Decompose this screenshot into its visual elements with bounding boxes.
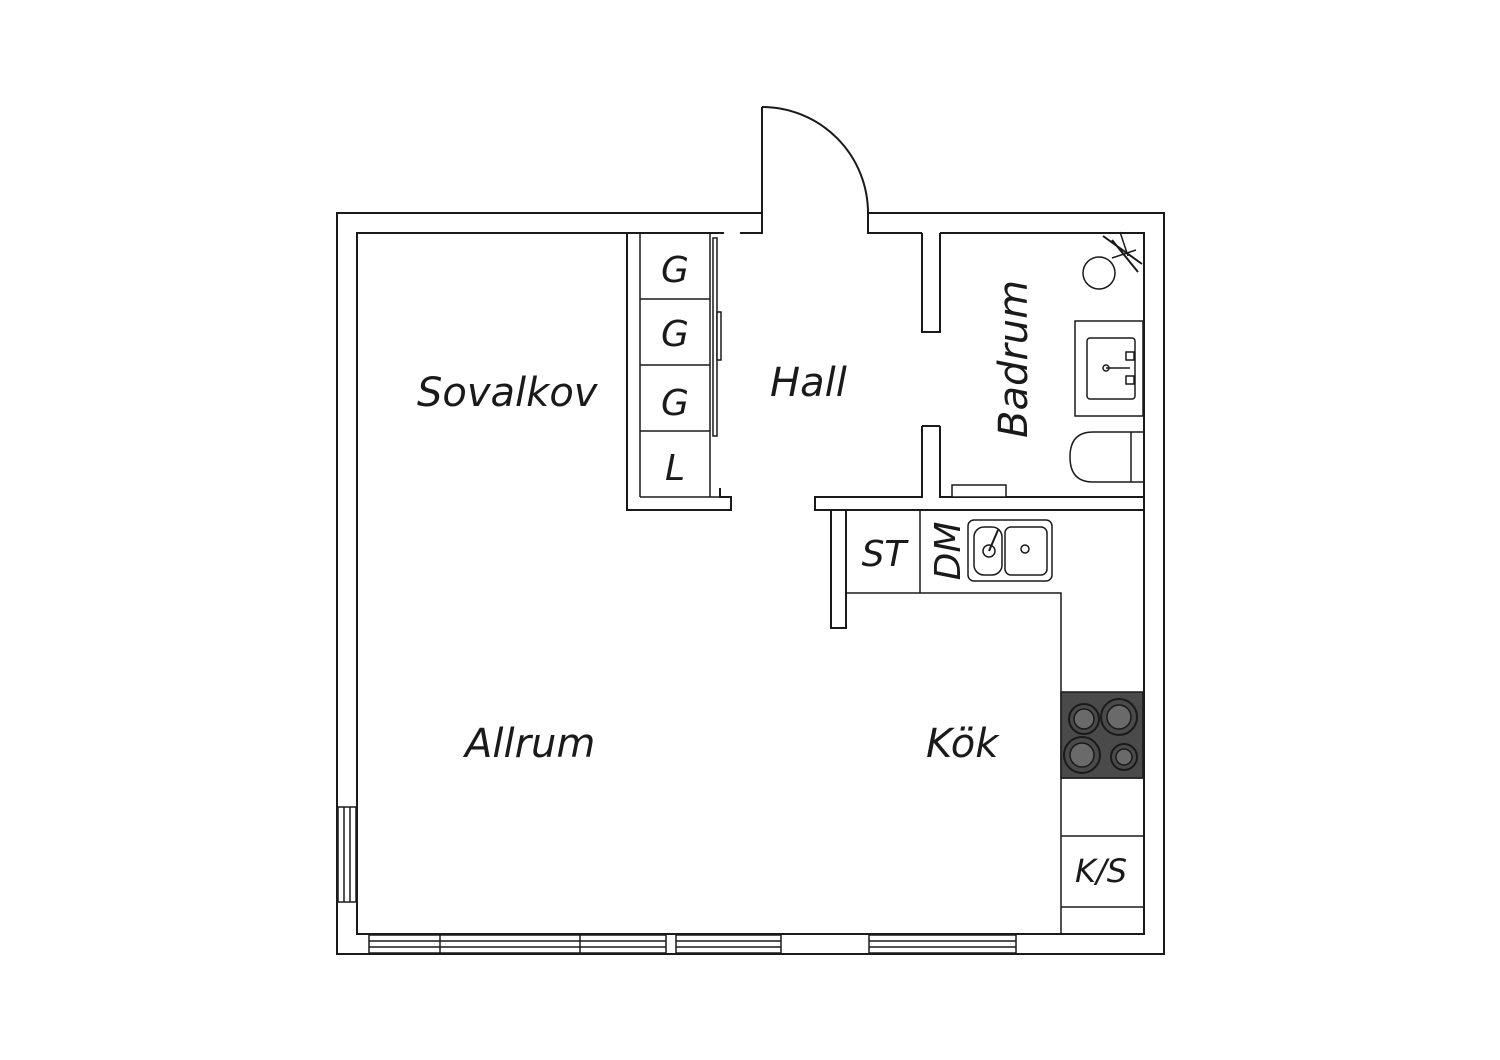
room-label-badrum: Badrum <box>991 280 1037 438</box>
shower-icon <box>1082 231 1143 290</box>
wardrobe-label-2: G <box>661 314 689 355</box>
window-left <box>337 806 357 903</box>
room-label-hall: Hall <box>770 360 847 406</box>
wardrobe-label-1: G <box>661 250 689 291</box>
exterior-walls <box>336 212 1165 955</box>
bathroom-walls <box>814 233 1144 629</box>
room-label-sovalkov: Sovalkov <box>417 370 599 416</box>
room-label-kok: Kök <box>926 721 1000 767</box>
toilet-icon <box>1069 431 1143 483</box>
linen-closet-label: L <box>665 448 685 489</box>
sink-icon <box>1074 320 1144 417</box>
kitchen-sink-icon <box>967 519 1053 582</box>
stove-icon <box>1060 691 1144 779</box>
wardrobe-block <box>626 233 732 511</box>
windows-bottom <box>368 934 1017 954</box>
wardrobe-label-3: G <box>661 383 689 424</box>
room-label-allrum: Allrum <box>462 721 595 767</box>
dishwasher-label: DM <box>928 522 969 581</box>
storage-label: ST <box>862 534 910 575</box>
fridge-freezer-label: K/S <box>1075 852 1127 890</box>
entrance-door <box>761 106 869 214</box>
